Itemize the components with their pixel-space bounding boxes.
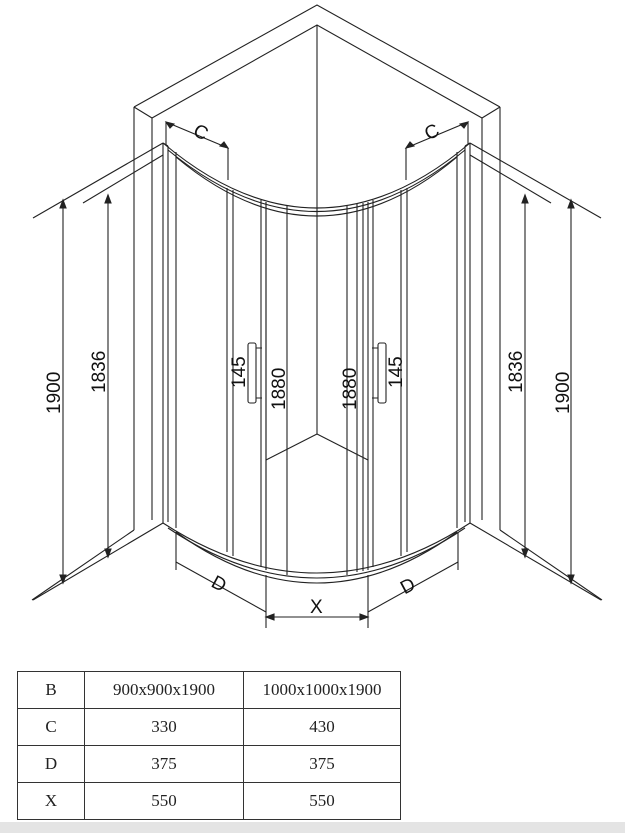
label-1836-left: 1836	[89, 351, 110, 393]
centre-panels	[286, 203, 364, 575]
label-c-left: C	[190, 120, 212, 145]
table-cell: 1000x1000x1900	[243, 671, 401, 709]
top-track	[162, 142, 471, 217]
left-door-handle	[247, 342, 262, 404]
bottom-scroll-strip	[0, 822, 625, 833]
size-spec-table: B 900x900x1900 1000x1000x1900 C 330 430 …	[17, 671, 401, 820]
bottom-tray	[162, 522, 471, 584]
dimension-c-left	[164, 121, 230, 180]
label-1900-right: 1900	[553, 372, 574, 414]
table-row: X 550 550	[17, 782, 401, 820]
table-cell: 900x900x1900	[84, 671, 244, 709]
label-1900-left: 1900	[44, 372, 65, 414]
table-row: C 330 430	[17, 708, 401, 746]
right-door-handle	[372, 342, 387, 404]
label-1836-right: 1836	[506, 351, 527, 393]
table-cell: D	[17, 745, 85, 783]
label-1880-left: 1880	[269, 368, 290, 410]
dimension-1836-left	[82, 154, 164, 559]
label-d-right: D	[397, 574, 419, 599]
label-145-right: 145	[386, 356, 407, 388]
dimension-x	[264, 613, 370, 621]
dimension-d-left	[175, 532, 267, 628]
table-cell: 430	[243, 708, 401, 746]
dimension-c-right	[404, 121, 470, 180]
table-header-row: B 900x900x1900 1000x1000x1900	[17, 671, 401, 709]
table-cell: 550	[84, 782, 244, 820]
table-cell: 550	[243, 782, 401, 820]
table-cell: 375	[84, 745, 244, 783]
floor-lines	[265, 433, 369, 461]
right-fixed-panel	[456, 142, 471, 528]
label-d-left: D	[208, 572, 230, 597]
label-c-right: C	[421, 120, 443, 145]
dimension-1900-right	[469, 142, 602, 601]
label-1880-right: 1880	[340, 368, 361, 410]
table-cell: 330	[84, 708, 244, 746]
left-fixed-panel	[162, 142, 177, 528]
right-sliding-door	[367, 188, 408, 570]
table-row: D 375 375	[17, 745, 401, 783]
dimension-d-right	[367, 532, 459, 628]
room-walls	[31, 4, 603, 601]
table-cell: B	[17, 671, 85, 709]
dimension-1900-left	[32, 142, 164, 601]
shower-enclosure-drawing: C C D D X 1900 1836 145 1880 1880 145 18…	[31, 4, 603, 628]
table-cell: 375	[243, 745, 401, 783]
dimension-1836-right	[469, 154, 552, 559]
table-cell: X	[17, 782, 85, 820]
table-cell: C	[17, 708, 85, 746]
label-x: X	[310, 597, 323, 618]
label-145-left: 145	[229, 356, 250, 388]
